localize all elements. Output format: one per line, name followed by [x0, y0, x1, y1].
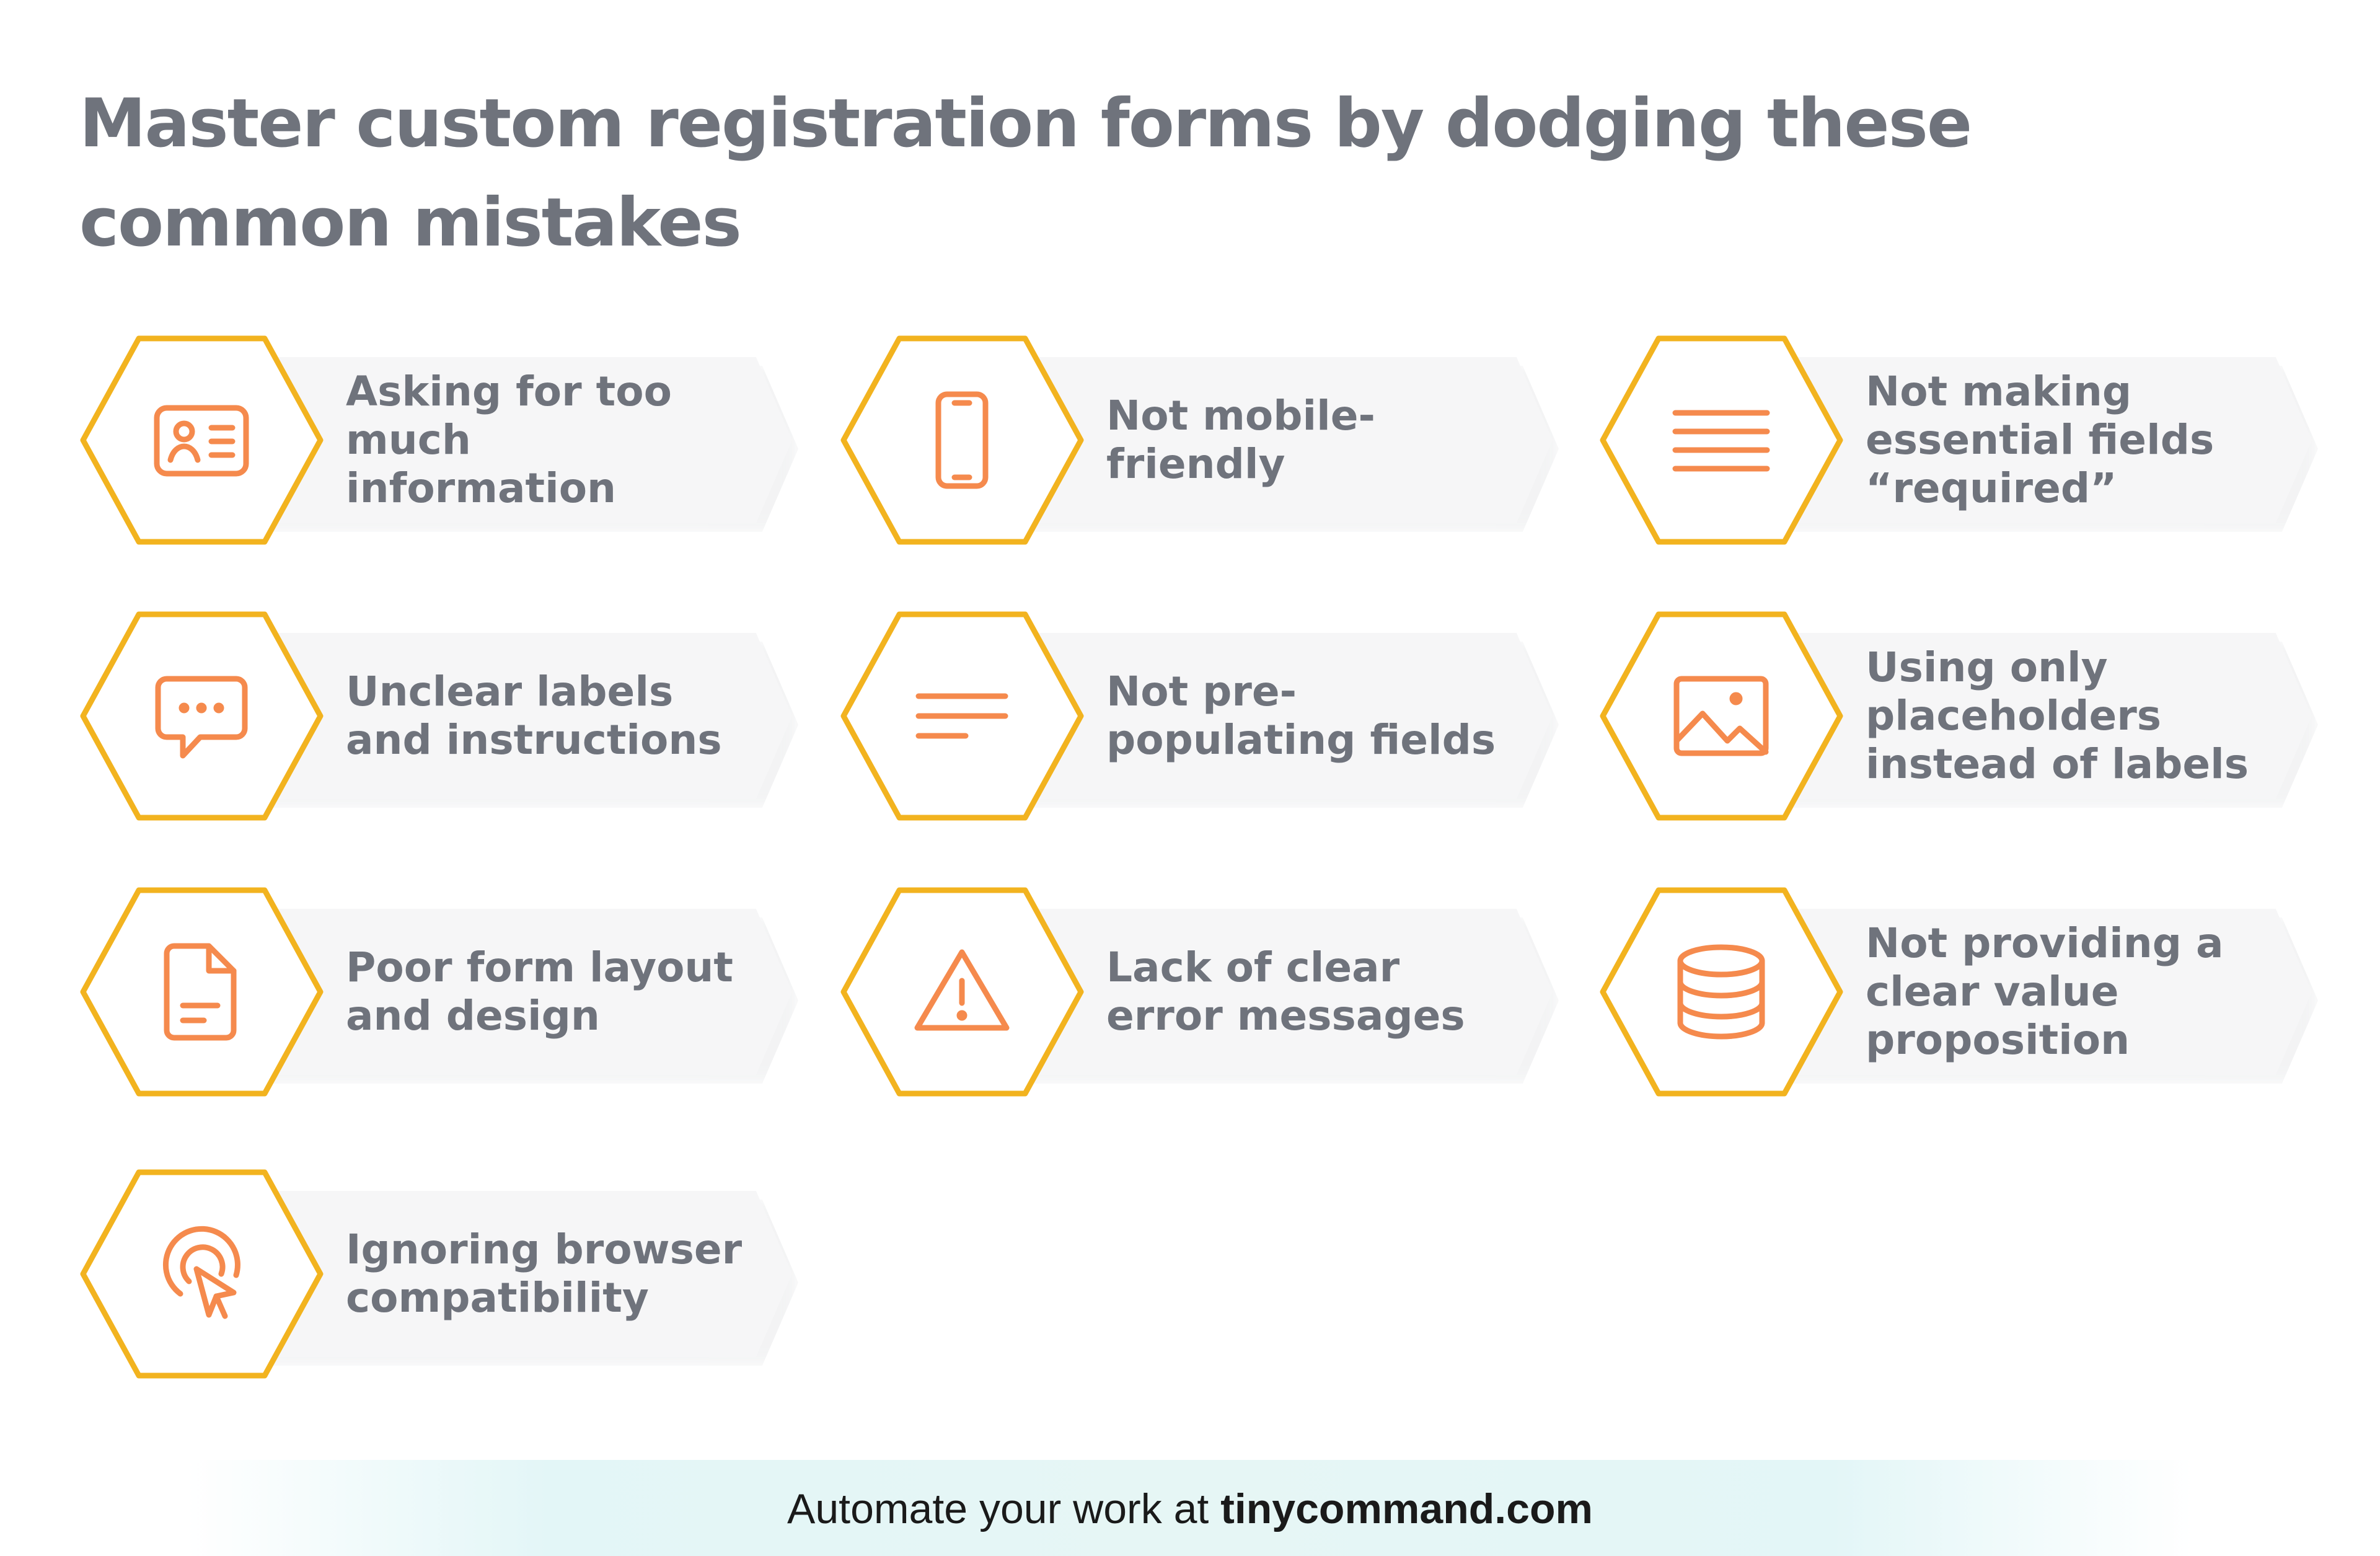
hexagon-badge: [840, 886, 1085, 1097]
footer-prefix: Automate your work at: [787, 1485, 1221, 1532]
mistake-label: Ignoring browser compatibility: [346, 1226, 743, 1322]
mistake-label: Using only placeholders instead of label…: [1866, 643, 2249, 788]
page-title: Master custom registration forms by dodg…: [79, 85, 1972, 262]
mistake-label: Asking for too much information: [346, 368, 672, 512]
text-align-icon: [915, 693, 1008, 739]
hexagon-badge: [840, 611, 1085, 821]
mistake-card: Unclear labels and instructions: [79, 611, 798, 821]
footer-text: Automate your work at tinycommand.com: [0, 1485, 2380, 1533]
document-icon: [164, 943, 237, 1041]
mistake-label: Not providing a clear value proposition: [1866, 919, 2224, 1064]
image-icon: [1673, 676, 1769, 756]
mistake-label: Poor form layout and design: [346, 944, 733, 1040]
hexagon-badge: [1599, 335, 1844, 546]
mistake-card: Not providing a clear value proposition: [1599, 886, 2318, 1097]
hexagon-badge: [79, 1169, 324, 1379]
mistake-label: Not pre-populating fields: [1106, 668, 1496, 764]
mistake-card: Asking for too much information: [79, 335, 798, 546]
hexagon-badge: [79, 611, 324, 821]
id-card-icon: [154, 405, 249, 477]
database-icon: [1677, 944, 1765, 1040]
list-lines-icon: [1672, 410, 1770, 472]
mistake-card: Not making essential fields “required”: [1599, 335, 2318, 546]
hexagon-badge: [1599, 611, 1844, 821]
hexagon-badge: [840, 335, 1085, 546]
mistake-label: Unclear labels and instructions: [346, 668, 722, 764]
mistake-card: Lack of clear error messages: [840, 886, 1559, 1097]
cursor-click-icon: [163, 1226, 240, 1319]
mistake-card: Poor form layout and design: [79, 886, 798, 1097]
mistake-label: Not making essential fields “required”: [1866, 368, 2215, 512]
hexagon-badge: [79, 886, 324, 1097]
hexagon-badge: [79, 335, 324, 546]
hexagon-badge: [1599, 886, 1844, 1097]
mistake-card: Not pre-populating fields: [840, 611, 1559, 821]
mistake-card: Ignoring browser compatibility: [79, 1169, 798, 1379]
mistake-label: Not mobile-friendly: [1106, 392, 1375, 488]
mistake-card: Using only placeholders instead of label…: [1599, 611, 2318, 821]
mobile-phone-icon: [935, 391, 989, 489]
mistake-label: Lack of clear error messages: [1106, 944, 1465, 1040]
footer-band: [186, 1460, 2194, 1556]
footer-link[interactable]: tinycommand.com: [1220, 1485, 1593, 1532]
warning-icon: [914, 949, 1010, 1031]
chat-bubble-icon: [155, 676, 248, 759]
mistake-card: Not mobile-friendly: [840, 335, 1559, 546]
